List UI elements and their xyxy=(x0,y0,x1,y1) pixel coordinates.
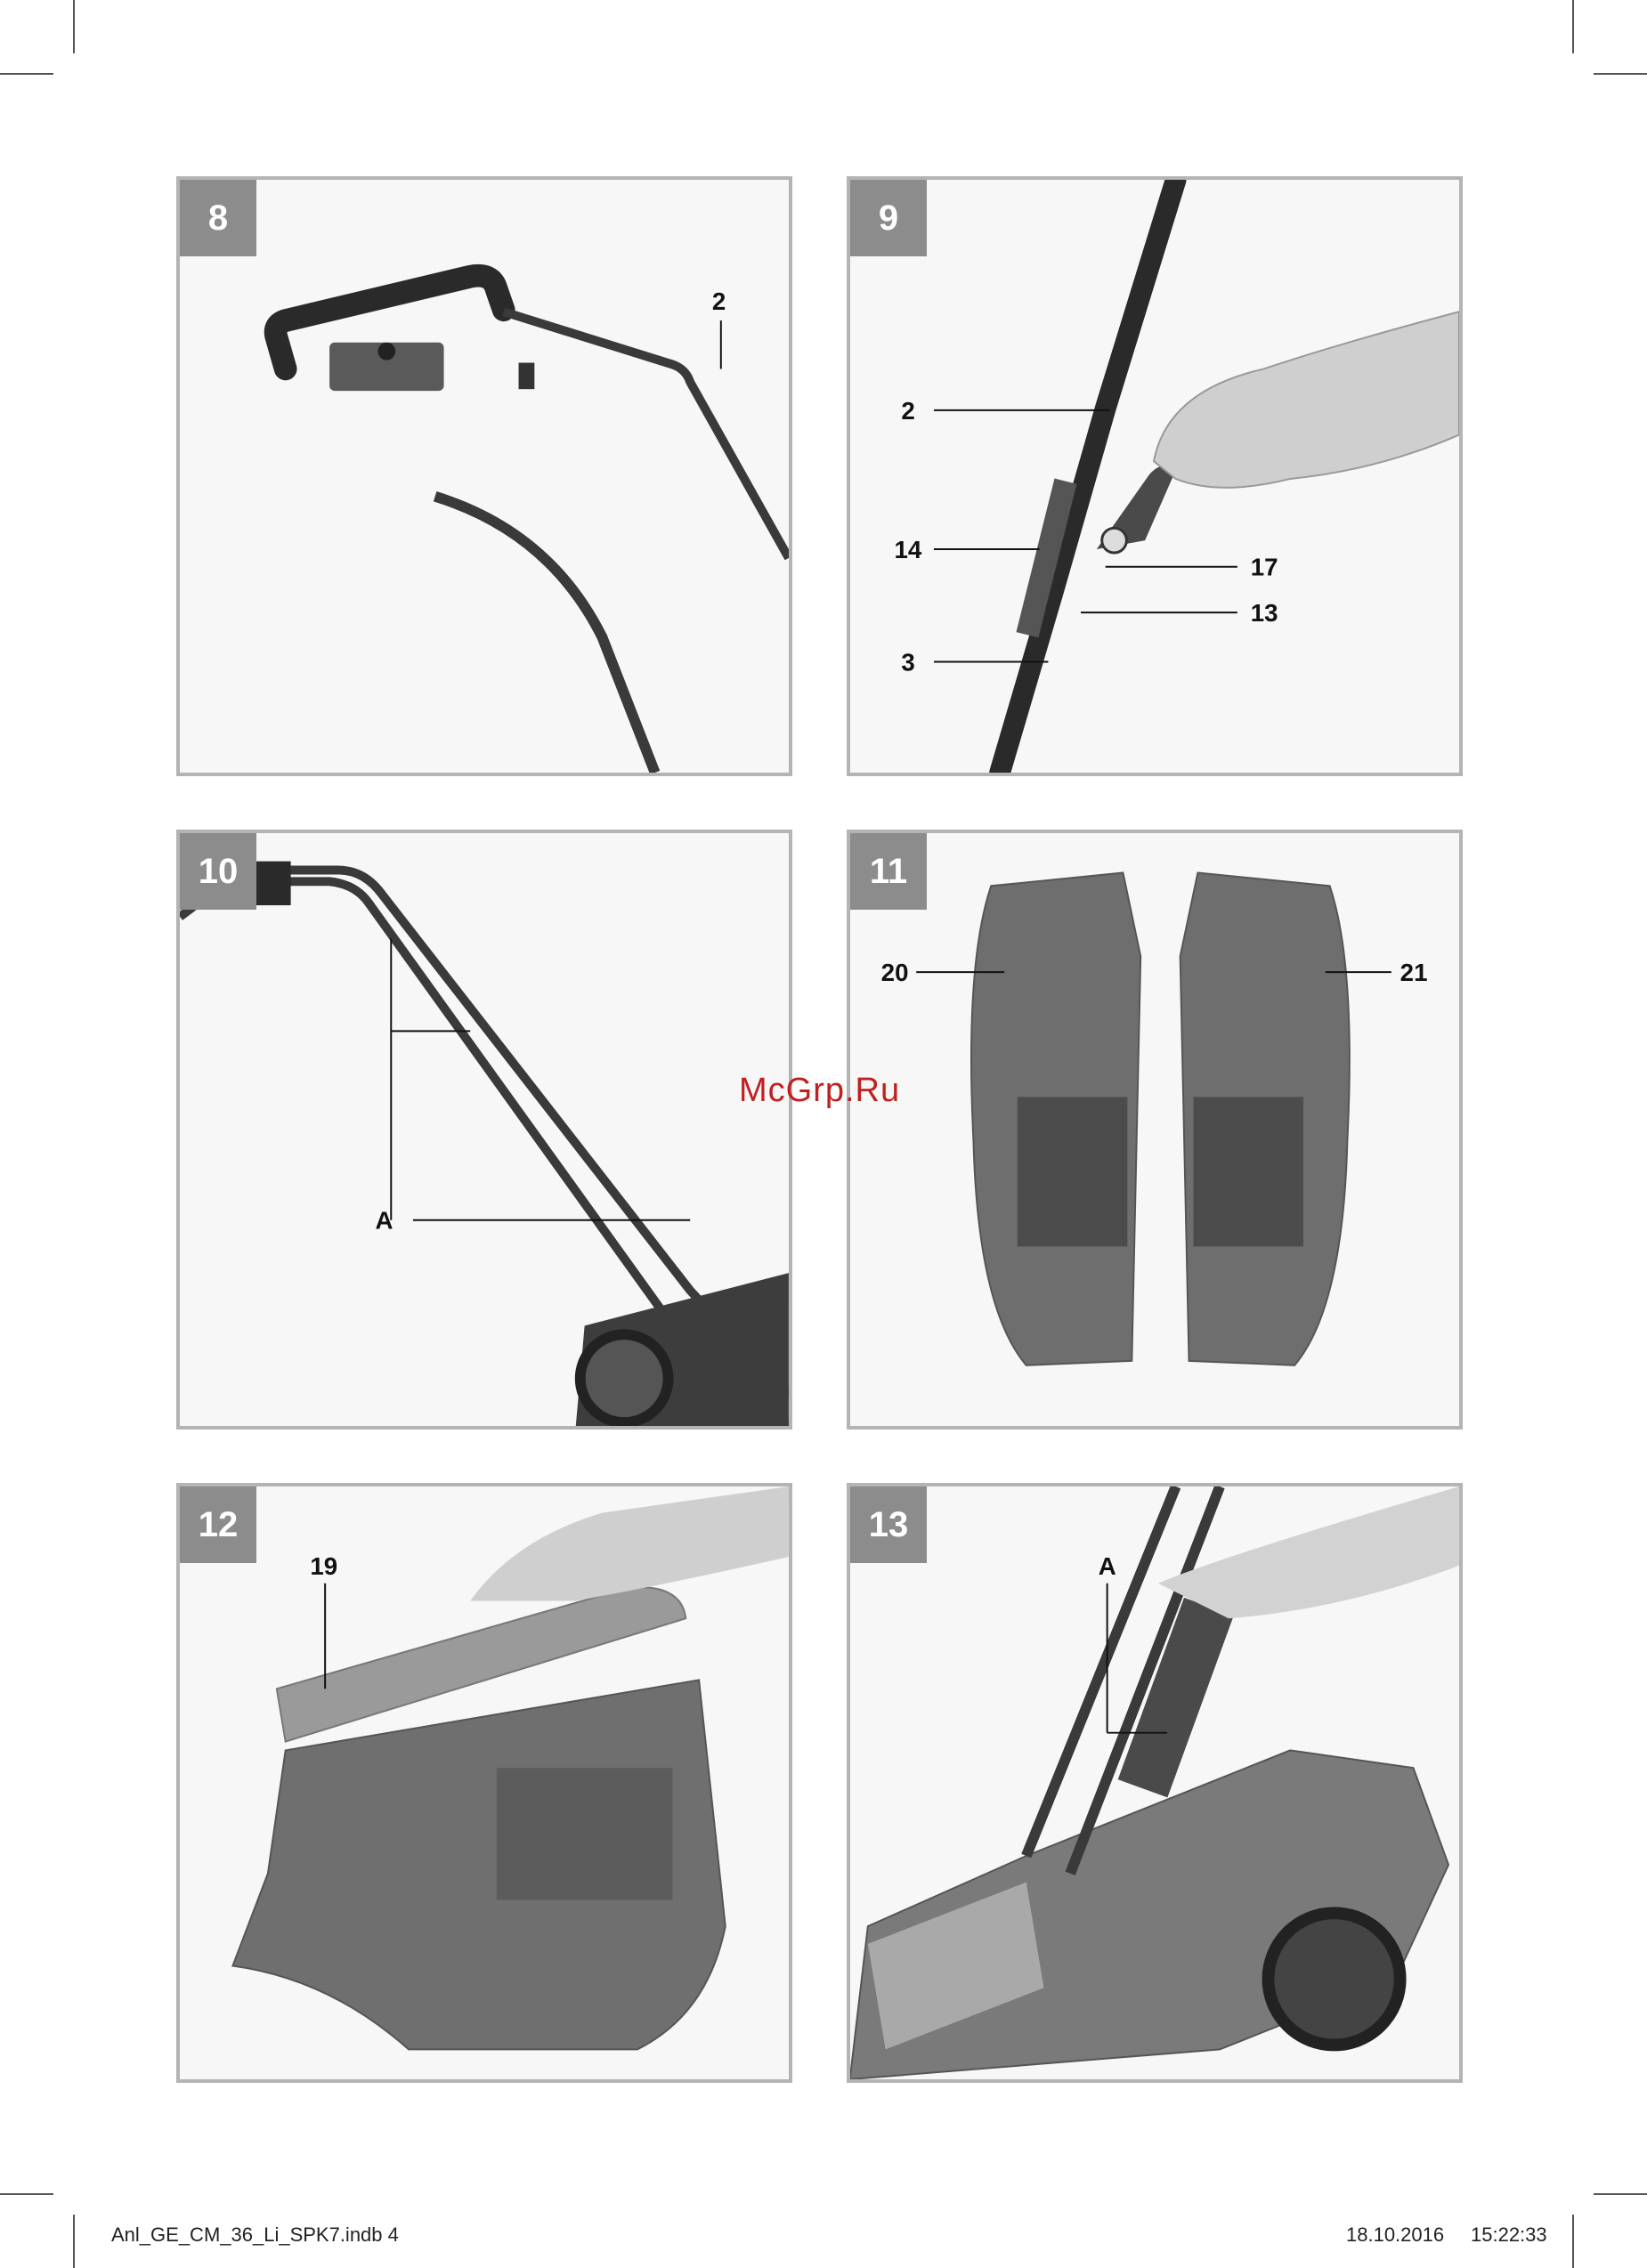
figure-13: 13 A xyxy=(847,1483,1463,2083)
figure-number: 11 xyxy=(850,833,927,910)
callout-3: 3 xyxy=(901,648,914,676)
crop-mark xyxy=(0,2193,53,2195)
figure-12: 12 19 xyxy=(176,1483,792,2083)
footer-filename: Anl_GE_CM_36_Li_SPK7.indb 4 xyxy=(111,2223,399,2247)
watermark: McGrp.Ru xyxy=(739,1072,900,1110)
crop-mark xyxy=(73,0,75,53)
figure-number: 12 xyxy=(180,1486,256,1563)
callout-A: A xyxy=(375,1207,393,1235)
callout-13: 13 xyxy=(1251,599,1278,627)
footer-date: 18.10.2016 xyxy=(1346,2223,1444,2247)
figure-9: 9 2 14 17 13 3 xyxy=(847,176,1463,776)
callout-14: 14 xyxy=(895,536,922,563)
callout-19: 19 xyxy=(310,1552,337,1580)
crop-mark xyxy=(1594,2193,1647,2195)
callout-2: 2 xyxy=(712,288,726,315)
callout-A: A xyxy=(1099,1552,1116,1580)
crop-mark xyxy=(1572,0,1574,53)
crop-mark xyxy=(1572,2215,1574,2268)
figure-number: 10 xyxy=(180,833,256,910)
figure-8: 8 2 xyxy=(176,176,792,776)
figure-11: 11 20 21 xyxy=(847,830,1463,1430)
callout-2: 2 xyxy=(901,397,914,425)
figure-number: 8 xyxy=(180,180,256,256)
crop-mark xyxy=(0,73,53,75)
figure-10: 10 A xyxy=(176,830,792,1430)
callout-20: 20 xyxy=(881,959,909,986)
crop-mark xyxy=(1594,73,1647,75)
figure-number: 13 xyxy=(850,1486,927,1563)
figure-number: 9 xyxy=(850,180,927,256)
callout-17: 17 xyxy=(1251,554,1278,581)
footer-time: 15:22:33 xyxy=(1471,2223,1547,2247)
callout-21: 21 xyxy=(1400,959,1428,986)
crop-mark xyxy=(73,2215,75,2268)
